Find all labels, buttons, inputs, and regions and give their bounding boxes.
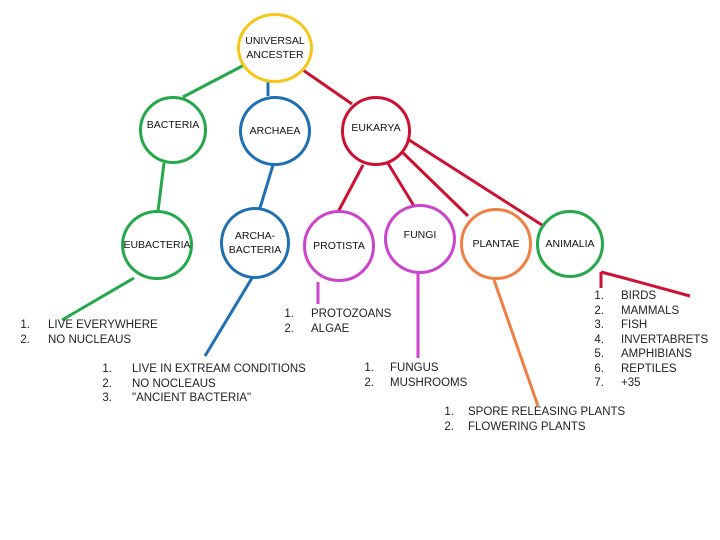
note-number: 1. <box>364 362 374 374</box>
note-number: 2. <box>102 377 112 390</box>
node-bacteria-label: BACTERIA <box>146 118 200 131</box>
node-bacteria: BACTERIA <box>139 96 207 164</box>
node-archaea: ARCHAEA <box>239 96 311 166</box>
note-number: 4. <box>594 333 604 346</box>
node-eubacteria: EUBACTERIA <box>121 210 193 280</box>
note-item: INVERTABRETS <box>621 333 709 346</box>
note-number: 6. <box>594 362 604 375</box>
edge-bacteria-eubacteria <box>156 162 166 212</box>
note-number: 2. <box>284 322 294 335</box>
note-item: NO NUCLEAUS <box>48 333 132 346</box>
node-plantae: PLANTAE <box>460 208 532 280</box>
edge-universal-bacteria <box>182 60 251 99</box>
edge-archaea-archabacteria <box>258 164 275 209</box>
note-number: 1. <box>444 406 454 418</box>
note-number: 1. <box>594 290 604 302</box>
edge-animalia-bracket <box>600 270 691 298</box>
edge-plantae-note <box>492 279 540 407</box>
note-item: LIVE IN EXTREAM CONDITIONS <box>132 363 306 375</box>
node-universal-label-1: UNIVERSAL <box>245 34 305 47</box>
note-number: 2. <box>20 333 30 346</box>
node-animalia-label: ANIMALIA <box>545 237 595 250</box>
note-item: PROTOZOANS <box>311 308 392 320</box>
node-eubacteria-label: EUBACTERIA <box>123 238 191 251</box>
edge-eukarya-plantae <box>396 146 470 218</box>
note-item: FUNGUS <box>390 362 439 374</box>
note-item: +35 <box>621 377 641 389</box>
note-number: 2. <box>594 304 604 317</box>
node-universal-label-2: ANCESTER <box>246 49 304 61</box>
edge-archabacteria-note <box>203 277 254 357</box>
node-plantae-label: PLANTAE <box>472 237 520 250</box>
edge-universal-eukarya <box>299 66 353 106</box>
note-number: 2. <box>444 420 454 433</box>
node-archabacteria-label-2: BACTERIA <box>228 244 282 256</box>
note-item: FLOWERING PLANTS <box>468 420 586 433</box>
node-universal-ancester: UNIVERSAL ANCESTER <box>237 13 313 83</box>
note-number: 3. <box>594 319 604 331</box>
note-item: ALGAE <box>311 322 350 335</box>
edge-eukarya-fungi <box>384 159 416 207</box>
note-item: NO NOCLEAUS <box>132 377 216 390</box>
note-item: "ANCIENT BACTERIA" <box>132 392 252 404</box>
node-archabacteria-label-1: ARCHA- <box>234 229 276 242</box>
note-number: 1. <box>20 319 30 331</box>
node-protista: PROTISTA <box>303 210 375 282</box>
note-item: FISH <box>621 319 648 331</box>
note-item: REPTILES <box>621 362 677 375</box>
note-item: AMPHIBIANS <box>621 348 692 360</box>
edge-eukarya-protista <box>336 164 365 213</box>
node-eukarya: EUKARYA <box>341 96 411 166</box>
note-number: 5. <box>594 348 604 360</box>
edge-eubacteria-note <box>61 276 135 322</box>
node-protista-label: PROTISTA <box>313 239 365 252</box>
node-eukarya-label: EUKARYA <box>351 121 401 134</box>
note-item: MUSHROOMS <box>390 376 468 389</box>
node-fungi: FUNGI <box>384 204 456 274</box>
note-number: 1. <box>102 363 112 375</box>
node-animalia: ANIMALIA <box>536 210 604 278</box>
note-item: MAMMALS <box>621 304 680 317</box>
edge-eukarya-animalia <box>405 136 543 227</box>
note-item: LIVE EVERYWHERE <box>48 319 158 331</box>
note-item: BIRDS <box>621 290 657 302</box>
note-number: 3. <box>102 392 112 404</box>
node-archaea-label: ARCHAEA <box>249 124 301 137</box>
node-fungi-label: FUNGI <box>403 228 437 241</box>
note-item: SPORE RELEASING PLANTS <box>468 406 626 418</box>
node-archabacteria: ARCHA- BACTERIA <box>220 207 290 279</box>
note-number: 1. <box>284 308 294 320</box>
note-number: 2. <box>364 376 374 389</box>
note-number: 7. <box>594 377 604 389</box>
